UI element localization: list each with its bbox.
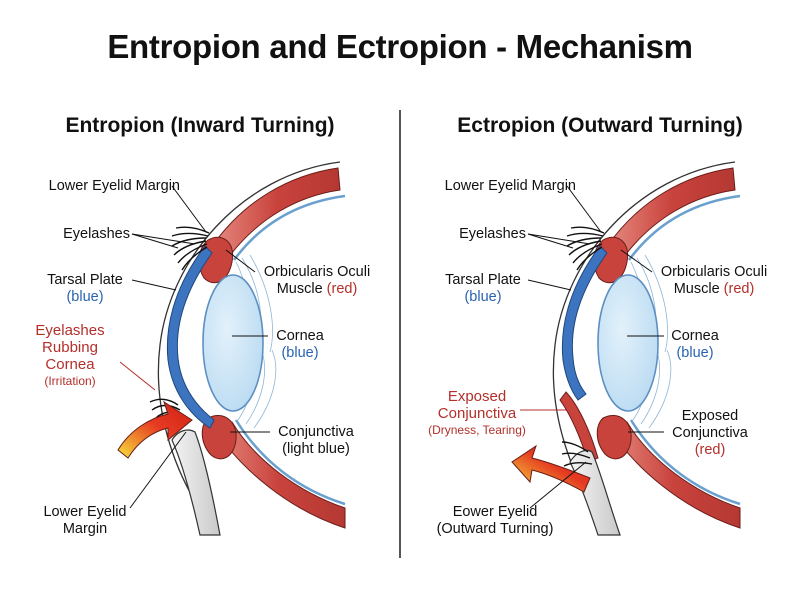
inward-arrow	[117, 400, 193, 459]
sclera-line	[232, 194, 346, 261]
ectropion-panel-title: Ectropion (Outward Turning)	[457, 114, 743, 137]
label-lower-eyelid-margin-bottom: Lower Eyelid Margin	[43, 504, 127, 537]
label-eyelashes-right: Eyelashes	[459, 226, 526, 242]
upper-eyelashes	[566, 226, 605, 271]
label-eyelashes: Eyelashes	[63, 226, 130, 242]
tarsal-plate	[166, 245, 215, 429]
label-cornea-right: Cornea (blue)	[671, 328, 719, 361]
lower-lid	[569, 449, 621, 536]
tarsal-plate	[561, 245, 608, 401]
label-eyelashes-rubbing-cornea: Eyelashes Rubbing Cornea (Irritation)	[35, 322, 105, 388]
orbicularis-muscle-lower	[211, 421, 346, 529]
label-orbicularis-oculi: Orbicularis Oculi Muscle (red)	[263, 264, 371, 297]
panel-divider	[399, 110, 401, 558]
outer-skin-line	[157, 161, 341, 531]
lower-lid	[171, 429, 221, 536]
cornea-shape	[597, 274, 659, 412]
label-exposed-conjunctiva: Exposed Conjunctiva (red)	[672, 408, 748, 458]
lower-eyelashes	[561, 441, 593, 467]
cornea-shape	[202, 274, 264, 412]
outward-arrow	[511, 444, 591, 493]
label-conjunctiva: Conjunctiva (light blue)	[278, 424, 354, 457]
label-cornea: Cornea (blue)	[276, 328, 324, 361]
label-lower-eyelid-outward: Eower Eyelid (Outward Turning)	[436, 504, 554, 537]
entropion-diagram	[117, 161, 346, 536]
ectropion-diagram	[511, 161, 741, 536]
label-orbicularis-oculi-right: Orbicularis Oculi Muscle (red)	[660, 264, 768, 297]
label-tarsal-plate-right: Tarsal Plate (blue)	[445, 272, 521, 305]
page-title: Entropion and Ectropion - Mechanism	[107, 28, 693, 65]
entropion-panel-title: Entropion (Inward Turning)	[65, 114, 335, 137]
label-exposed-conjunctiva-callout: Exposed Conjunctiva (Dryness, Tearing)	[428, 388, 526, 437]
label-lower-eyelid-margin-top: Lower Eyelid Margin	[48, 178, 180, 194]
label-lower-eyelid-margin-top-right: Lower Eyelid Margin	[444, 178, 576, 194]
label-tarsal-plate: Tarsal Plate (blue)	[47, 272, 123, 305]
